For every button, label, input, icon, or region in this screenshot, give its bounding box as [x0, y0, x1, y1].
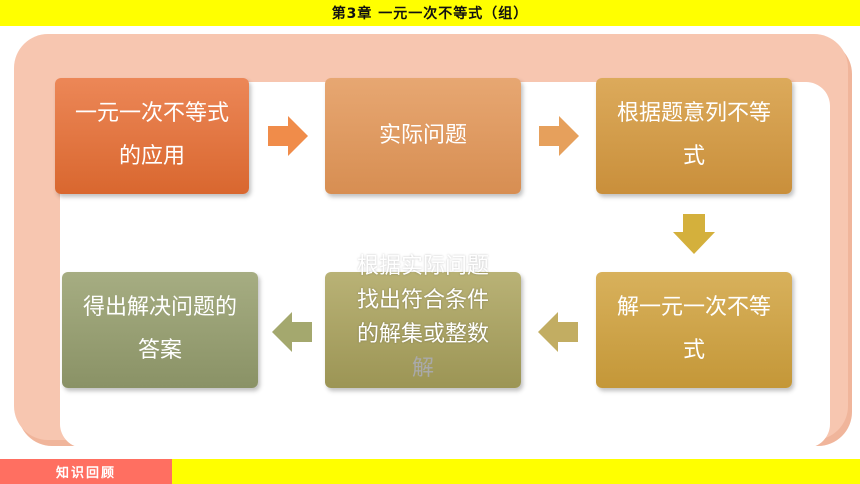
step-label-line: 的解集或整数 [356, 322, 489, 347]
step-label: 根据题意列不等式 [616, 101, 771, 169]
section-tag-label: 知识回顾 [55, 466, 116, 481]
chapter-banner: 第3章 一元一次不等式（组） [0, 0, 860, 26]
step-box-solve-inequality: 解一元一次不等式 [596, 272, 792, 388]
step-box-set-inequality: 根据题意列不等式 [596, 78, 792, 194]
step-label: 实际问题 [378, 122, 467, 148]
step-label: 一元一次不等式的应用 [74, 101, 229, 169]
step-box-find-solution [325, 272, 521, 388]
step-box-application: 一元一次不等式的应用 [55, 78, 249, 194]
step-label: 解一元一次不等式 [616, 295, 771, 363]
find-solution-text: 根据实际问题 找出符合条件 的解集或整数 解 [315, 250, 531, 386]
step-label: 得出解决问题的答案 [82, 295, 237, 363]
step-label-line: 找出符合条件 [356, 288, 489, 313]
section-tag: 知识回顾 [0, 459, 172, 484]
right-arrow-icon [268, 116, 308, 156]
step-box-real-problem: 实际问题 [325, 78, 521, 194]
step-box-answer: 得出解决问题的答案 [62, 272, 258, 388]
step-label-line: 根据实际问题 [356, 254, 489, 279]
step-label-line: 解 [411, 356, 434, 381]
left-arrow-icon [538, 312, 578, 352]
chapter-title: 第3章 一元一次不等式（组） [331, 6, 529, 22]
right-arrow-icon [539, 116, 579, 156]
left-arrow-icon [272, 312, 312, 352]
down-arrow-icon [673, 214, 715, 254]
